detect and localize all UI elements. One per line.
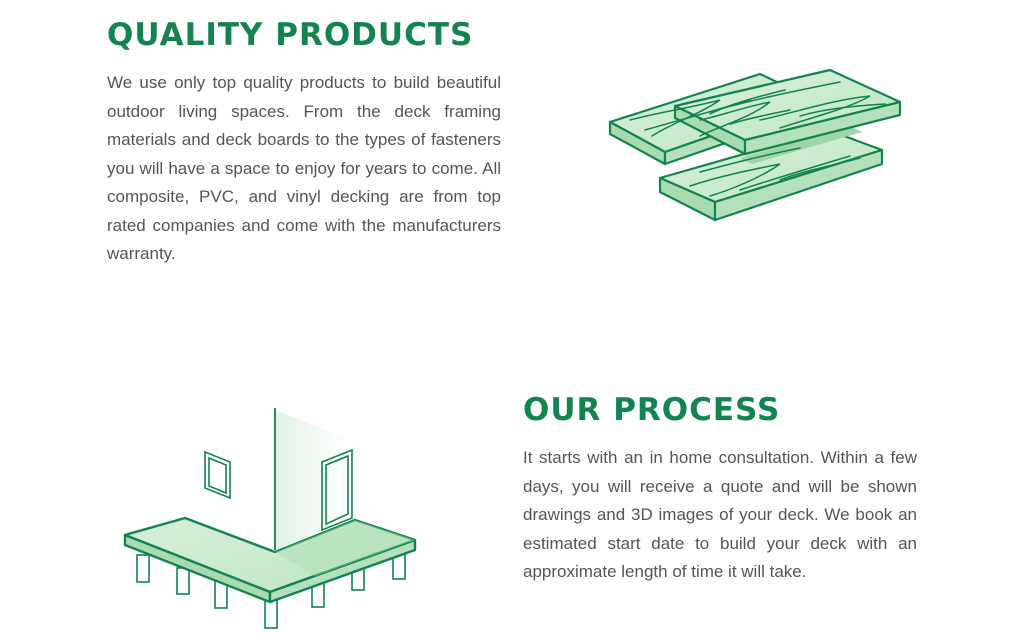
- our-process-text: It starts with an in home consultation. …: [523, 448, 917, 581]
- quality-products-title: QUALITY PRODUCTS: [107, 17, 474, 53]
- quality-products-text: We use only top quality products to buil…: [107, 73, 501, 263]
- our-process-title: OUR PROCESS: [523, 392, 781, 428]
- deck-boards-icon: [608, 68, 902, 222]
- deck-house-icon: [123, 408, 417, 629]
